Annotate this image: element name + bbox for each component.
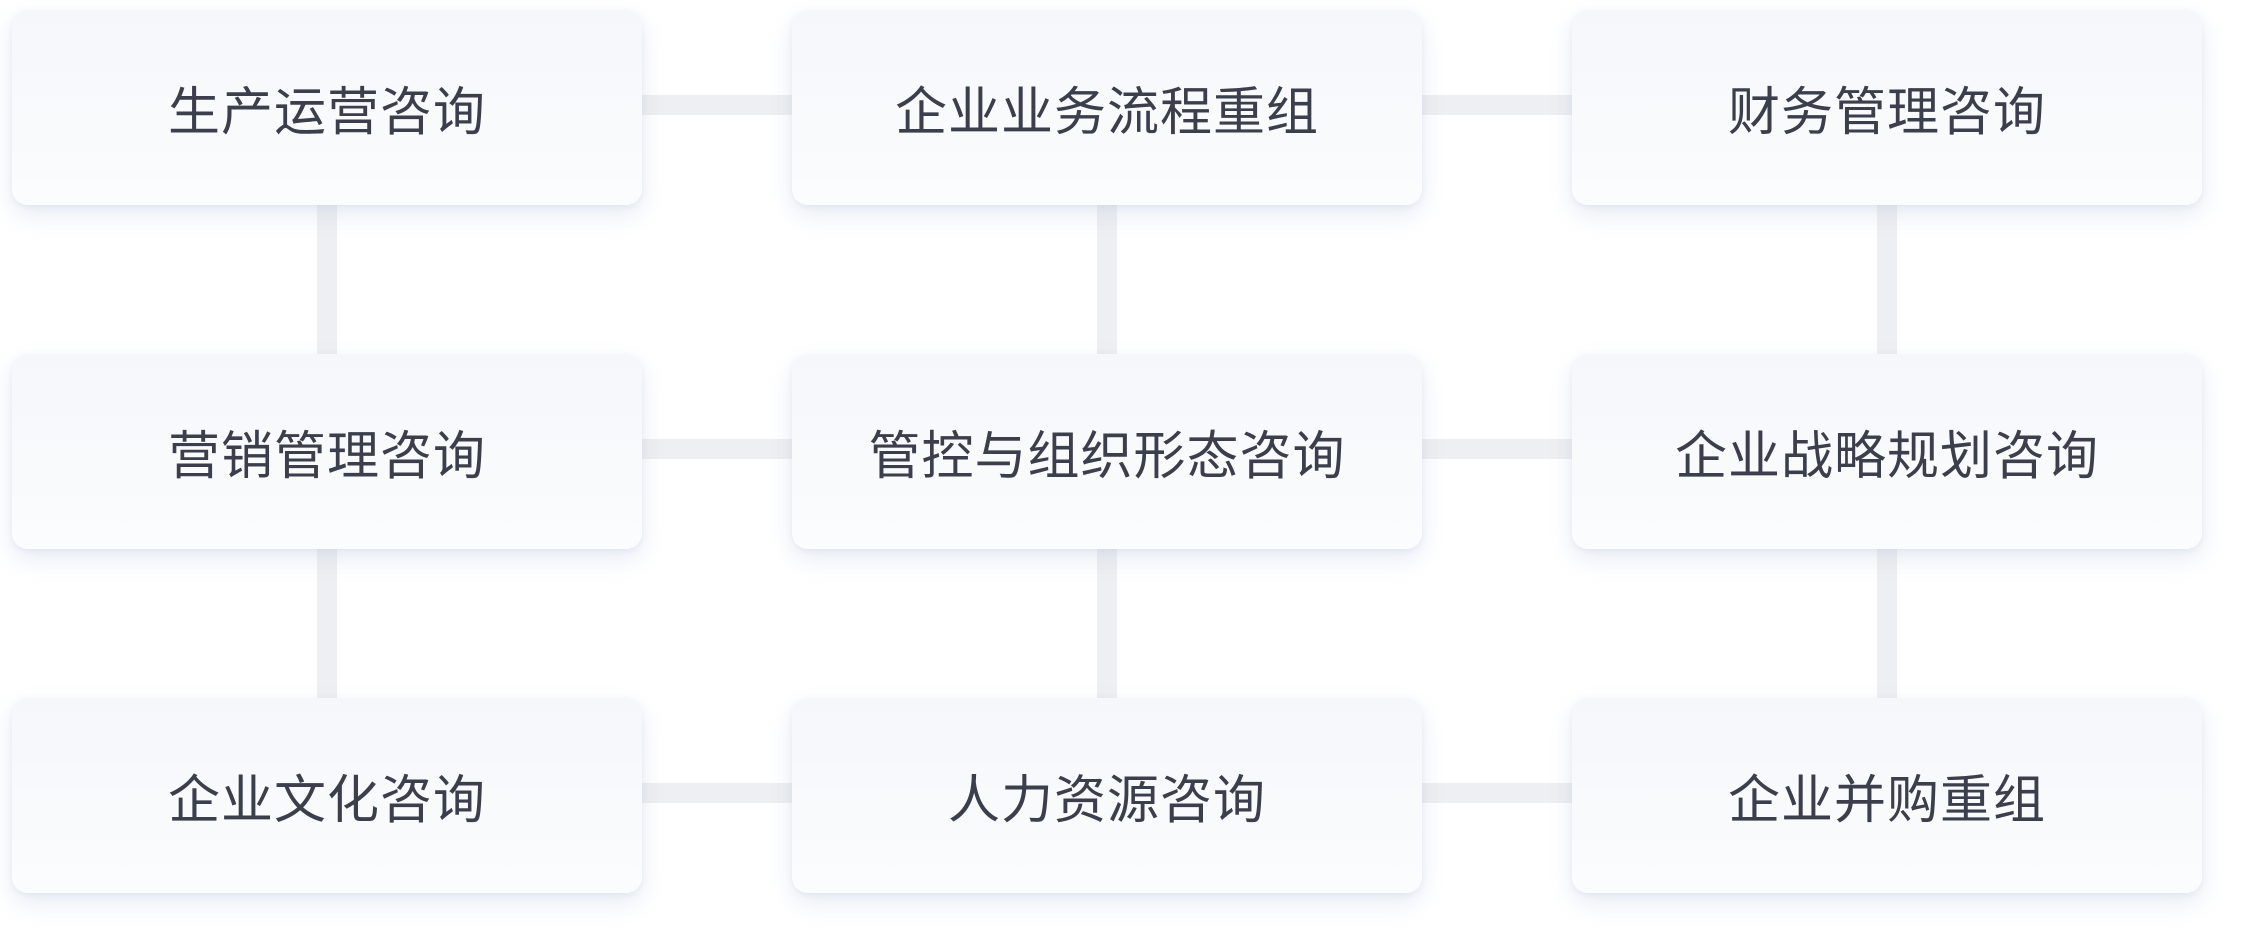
card-label: 营销管理咨询 — [167, 427, 486, 487]
card-label: 财务管理咨询 — [1727, 83, 2046, 143]
connector-row0-left — [642, 95, 792, 115]
card-label: 企业战略规划咨询 — [1674, 427, 2099, 487]
card-financial-management-consulting: 财务管理咨询 — [1572, 10, 2202, 205]
connector-row0-right — [1422, 95, 1572, 115]
card-business-process-reengineering: 企业业务流程重组 — [792, 10, 1422, 205]
connector-row2-right — [1422, 783, 1572, 803]
connector-col1-bottom — [1097, 549, 1117, 698]
card-label: 生产运营咨询 — [167, 83, 486, 143]
connector-col1-top — [1097, 205, 1117, 354]
card-marketing-management-consulting: 营销管理咨询 — [12, 354, 642, 549]
card-label: 企业并购重组 — [1727, 771, 2046, 831]
card-governance-organization-consulting: 管控与组织形态咨询 — [792, 354, 1422, 549]
card-strategic-planning-consulting: 企业战略规划咨询 — [1572, 354, 2202, 549]
card-label: 企业文化咨询 — [167, 771, 486, 831]
connector-row1-right — [1422, 439, 1572, 459]
connector-col0-top — [317, 205, 337, 354]
connector-col0-bottom — [317, 549, 337, 698]
connector-row1-left — [642, 439, 792, 459]
card-label: 人力资源咨询 — [947, 771, 1266, 831]
card-label: 企业业务流程重组 — [894, 83, 1319, 143]
card-mergers-acquisitions-restructuring: 企业并购重组 — [1572, 698, 2202, 893]
connector-row2-left — [642, 783, 792, 803]
connector-col2-bottom — [1877, 549, 1897, 698]
card-production-operations-consulting: 生产运营咨询 — [12, 10, 642, 205]
card-corporate-culture-consulting: 企业文化咨询 — [12, 698, 642, 893]
card-label: 管控与组织形态咨询 — [868, 427, 1346, 487]
card-human-resources-consulting: 人力资源咨询 — [792, 698, 1422, 893]
connector-col2-top — [1877, 205, 1897, 354]
